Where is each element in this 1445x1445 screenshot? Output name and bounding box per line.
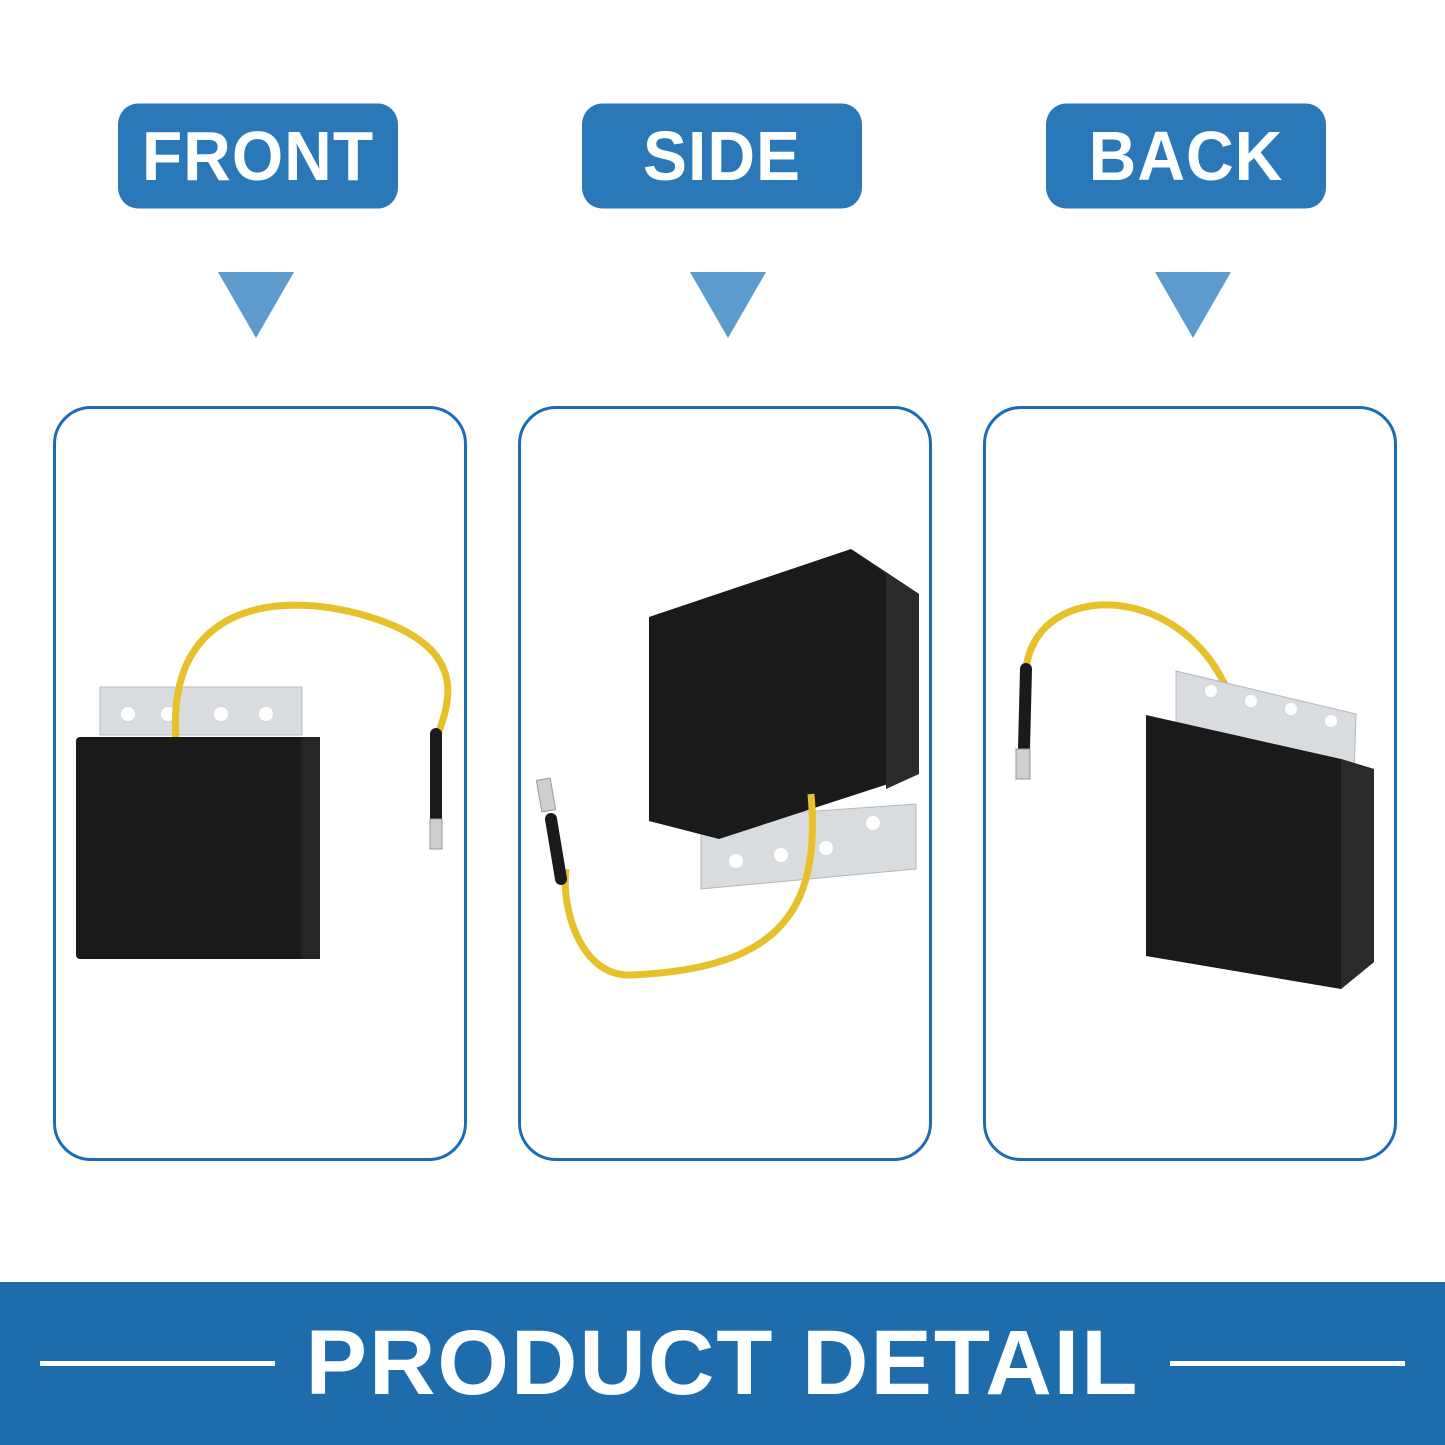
front-product-image — [76, 601, 452, 959]
side-product-image — [535, 549, 919, 979]
footer-title: PRODUCT DETAIL — [305, 1312, 1140, 1414]
side-label: SIDE — [582, 103, 862, 209]
front-label: FRONT — [118, 103, 398, 209]
down-triangle-icon — [218, 272, 294, 338]
back-label: BACK — [1046, 103, 1326, 209]
front-view-card — [53, 406, 467, 1161]
back-product-image — [1015, 601, 1374, 989]
back-view-card — [983, 406, 1397, 1161]
down-triangle-icon — [1155, 272, 1231, 338]
footer-divider-right — [1170, 1361, 1405, 1366]
footer-divider-left — [40, 1361, 275, 1366]
down-triangle-icon — [690, 272, 766, 338]
side-view-card — [518, 406, 932, 1161]
